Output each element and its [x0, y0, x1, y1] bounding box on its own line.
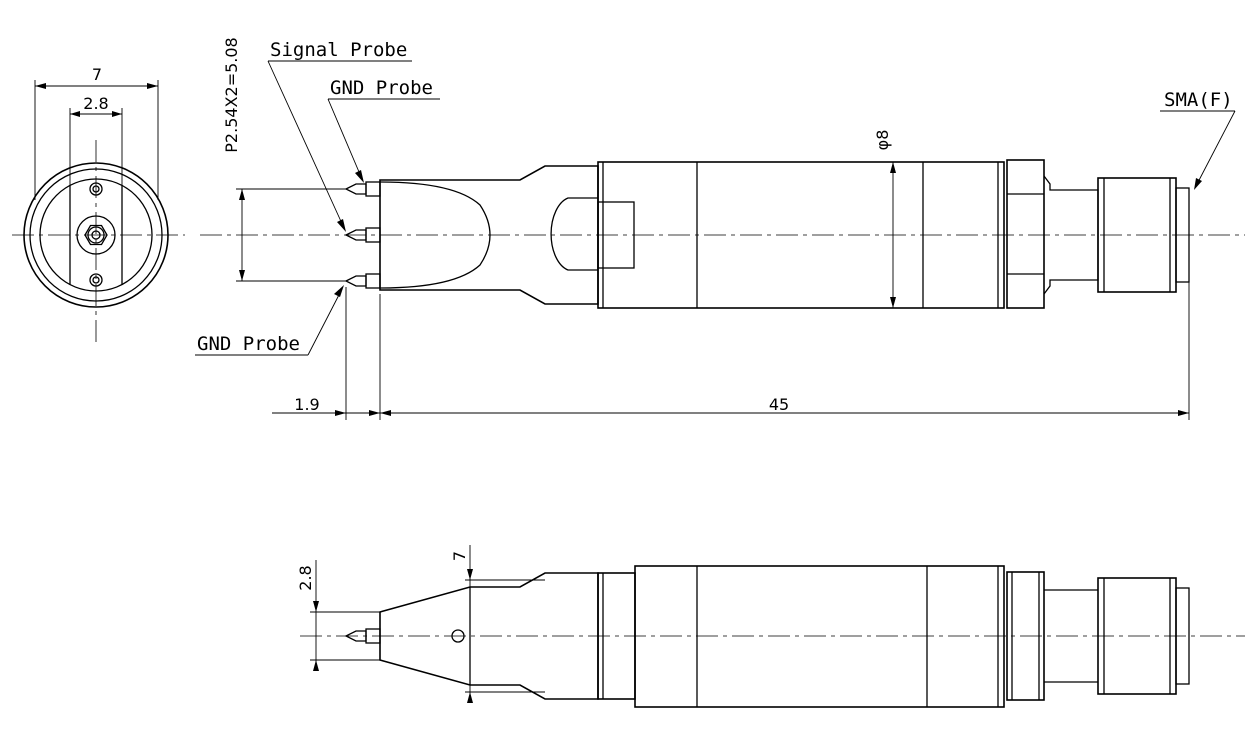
hex-nut [1006, 159, 1045, 309]
main-body [597, 161, 1005, 309]
side-view: 7 2.8 [296, 545, 1245, 708]
front-end-view: 7 2.8 [12, 65, 185, 345]
label-signal-probe: Signal Probe [270, 39, 407, 61]
dim-diameter: φ8 [873, 130, 892, 151]
sma-connector [1097, 177, 1190, 293]
dim-side-tip-height: 2.8 [296, 565, 315, 590]
dim-total-length: 45 [769, 395, 789, 414]
dim-front-outer-width: 7 [92, 65, 102, 84]
dim-front-inner-width: 2.8 [83, 94, 108, 113]
top-view: φ8 P2.54X2=5.08 1.9 45 Signal Probe GND … [195, 37, 1245, 420]
dim-probe-offset: 1.9 [294, 395, 319, 414]
dim-side-height: 7 [450, 551, 469, 561]
dim-pitch: P2.54X2=5.08 [222, 37, 241, 152]
label-gnd-probe-bottom: GND Probe [197, 333, 300, 355]
label-gnd-probe-top: GND Probe [330, 77, 433, 99]
label-sma-f: SMA(F) [1164, 89, 1233, 111]
